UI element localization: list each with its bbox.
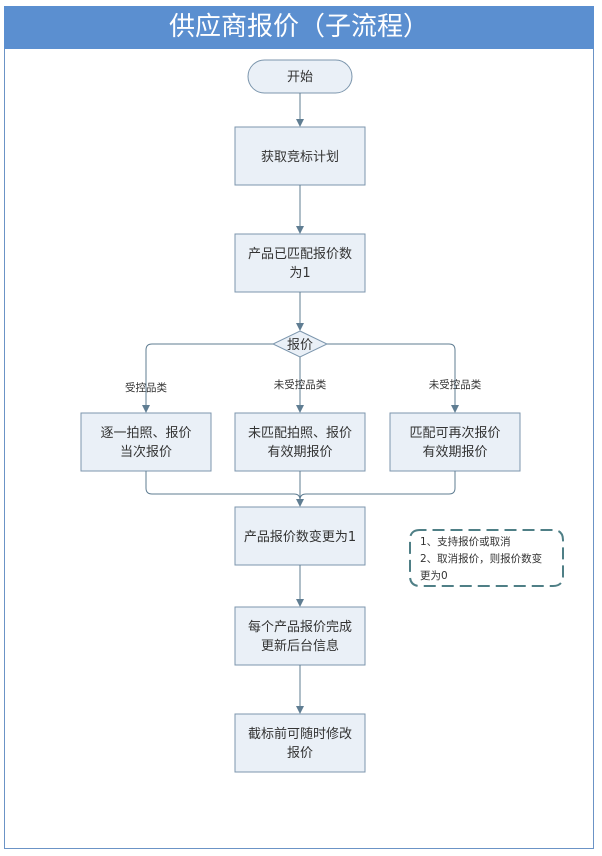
start-node: 开始 (247, 59, 353, 94)
left-branch-line1: 逐一拍照、报价 (100, 426, 191, 441)
modify-line2: 报价 (287, 746, 313, 761)
note-line1: 1、支持报价或取消 (420, 535, 511, 548)
right-branch-line2: 有效期报价 (422, 445, 487, 460)
start-label: 开始 (287, 70, 313, 85)
left-branch-node: 逐一拍照、报价 当次报价 (80, 412, 212, 472)
mid-branch-line1: 未匹配拍照、报价 (248, 426, 352, 441)
matched-count-line1: 产品已匹配报价数 (248, 247, 352, 262)
edge-label-left: 受控品类 (125, 381, 167, 394)
edge-decision-left (142, 343, 273, 413)
edge-decision-right (327, 343, 459, 413)
note-line2: 2、取消报价，则报价数变 (420, 552, 543, 565)
get-plan-label: 获取竞标计划 (261, 149, 339, 165)
diagram-title: 供应商报价（子流程） (4, 6, 594, 49)
matched-count-node: 产品已匹配报价数 为1 (234, 233, 366, 293)
update-line1: 每个产品报价完成 (248, 619, 352, 635)
edge-left-merge (145, 471, 301, 501)
decision-node: 报价 (271, 330, 329, 358)
get-plan-node: 获取竞标计划 (234, 126, 366, 186)
note-callout: 1、支持报价或取消 2、取消报价，则报价数变 更为0 (409, 529, 564, 587)
modify-node: 截标前可随时修改 报价 (234, 713, 366, 773)
count-changed-node: 产品报价数变更为1 (234, 506, 366, 566)
right-branch-node: 匹配可再次报价 有效期报价 (389, 412, 521, 472)
mid-branch-line2: 有效期报价 (267, 445, 332, 460)
decision-label: 报价 (287, 338, 313, 353)
note-line3: 更为0 (420, 570, 448, 582)
update-line2: 更新后台信息 (261, 638, 339, 654)
matched-count-line2: 为1 (289, 266, 310, 281)
mid-branch-node: 未匹配拍照、报价 有效期报价 (234, 412, 366, 472)
update-node: 每个产品报价完成 更新后台信息 (234, 606, 366, 666)
count-changed-label: 产品报价数变更为1 (244, 529, 356, 545)
edge-label-right: 未受控品类 (429, 378, 482, 391)
edge-label-mid: 未受控品类 (274, 378, 327, 391)
modify-line1: 截标前可随时修改 (248, 726, 352, 742)
left-branch-line2: 当次报价 (120, 444, 172, 460)
right-branch-line1: 匹配可再次报价 (409, 425, 500, 441)
edge-right-merge (299, 471, 456, 501)
